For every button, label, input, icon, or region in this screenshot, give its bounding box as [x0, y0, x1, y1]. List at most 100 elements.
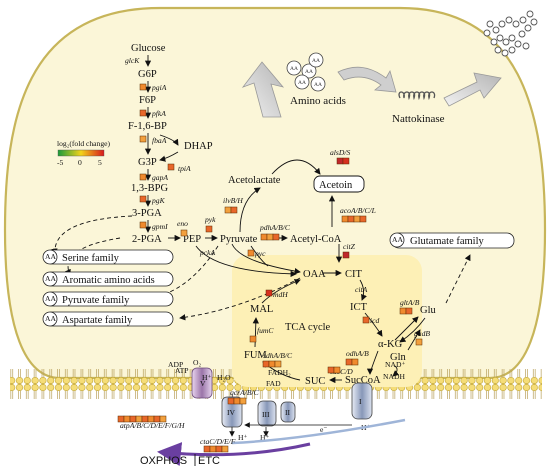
family-pyruvate: AA Pyruvate family	[42, 291, 174, 307]
fum: FUM	[244, 350, 267, 361]
gene-pgia: pgiA	[151, 83, 167, 92]
gene-odh: odhA/B	[346, 349, 369, 358]
gene-gpmi: gpmI	[152, 222, 168, 231]
gene-ilvbh: ilvB/H	[223, 196, 243, 205]
svg-text:Aspartate family: Aspartate family	[62, 315, 133, 326]
atp: ATP	[175, 366, 189, 375]
svg-text:I: I	[359, 397, 362, 406]
svg-text:AA: AA	[45, 294, 56, 303]
g3p: G3P	[138, 157, 157, 168]
gene-pfka: pfkA	[151, 109, 166, 118]
legend-title: log₂(fold change)	[57, 139, 111, 148]
amino-acids-label: Amino acids	[290, 95, 346, 107]
nattokinase-coil-icon	[398, 91, 436, 101]
gene-citz: citZ	[343, 242, 356, 251]
secretion-arrow	[443, 72, 502, 107]
legend-min: -5	[57, 158, 64, 167]
fad: FAD	[266, 379, 281, 388]
gene-icd: icd	[370, 316, 379, 325]
mal: MAL	[250, 304, 273, 315]
complex-v: V	[191, 367, 213, 399]
gene-glck: glcK	[125, 56, 140, 65]
h2o: H₂O	[217, 373, 231, 382]
tca-label: TCA cycle	[285, 322, 331, 333]
protein-synthesis-arrow	[241, 61, 285, 118]
gene-glta: gltA/B	[400, 298, 420, 307]
succoa: SucCoA	[345, 375, 381, 386]
gln: Gln	[390, 352, 407, 363]
acetyl-coa: Acetyl-CoA	[290, 234, 342, 245]
gene-pcka: pckA	[199, 248, 216, 257]
svg-text:AA: AA	[298, 80, 306, 86]
acetoin: Acetoin	[319, 180, 353, 191]
svg-text:e⁻: e⁻	[320, 425, 327, 434]
family-serine: AA Serine family	[42, 249, 174, 265]
legend-max: 5	[98, 158, 102, 167]
svg-text:AA: AA	[45, 314, 56, 323]
nadh: NADH	[383, 372, 405, 381]
svg-text:H⁺: H⁺	[260, 433, 270, 442]
svg-text:V: V	[200, 379, 206, 388]
f6p: F6P	[139, 95, 156, 106]
gene-mdh: mdH	[273, 290, 288, 299]
cit: CIT	[345, 269, 363, 280]
gene-cta: ctaC/D/E/F	[200, 437, 236, 446]
svg-text:Pyruvate family: Pyruvate family	[62, 295, 130, 306]
expression-cells	[117, 83, 423, 453]
complex-ii: II	[280, 401, 296, 423]
legend-mid: 0	[78, 158, 82, 167]
g6p: G6P	[138, 69, 157, 80]
oxphos-label: OXPHOS	[140, 455, 187, 467]
suc: SUC	[305, 376, 325, 387]
svg-text:IV: IV	[227, 408, 236, 417]
nattokinase-label: Nattokinase	[392, 113, 445, 125]
svg-text:AA: AA	[314, 82, 322, 88]
secreted-protein-icon	[483, 10, 538, 57]
f16bp: F-1,6-BP	[128, 121, 167, 132]
svg-text:AA: AA	[290, 66, 298, 72]
svg-text:AA: AA	[305, 69, 313, 75]
glu: Glu	[420, 305, 437, 316]
gene-fbaa: fbaA	[152, 136, 167, 145]
glycolysis-pathway: Glucose G6P F6P F-1,6-BP DHAP G3P 1,3-BP…	[128, 43, 342, 245]
dhap: DHAP	[184, 141, 213, 152]
svg-text:AA: AA	[45, 252, 56, 261]
svg-text:Serine family: Serine family	[62, 253, 120, 264]
gene-pgk: pgK	[151, 196, 166, 205]
electron-transport-chain: V IV III II I	[191, 367, 373, 428]
ict: ICT	[350, 302, 368, 313]
svg-text:H⁺: H⁺	[238, 433, 248, 442]
gene-qcr: qcrA/B/C	[230, 388, 260, 397]
gene-cita: citA	[355, 285, 368, 294]
o2: O₂	[193, 358, 201, 367]
svg-text:H⁺: H⁺	[202, 373, 212, 382]
complex-i: I	[351, 382, 373, 420]
gene-atp: atpA/B/C/D/E/F/G/H	[120, 421, 185, 430]
pyruvate: Pyruvate	[220, 234, 258, 245]
svg-text:AA: AA	[312, 58, 320, 64]
folding-arrow	[337, 66, 397, 93]
nad: NAD⁺	[385, 360, 405, 369]
pga2: 2-PGA	[132, 234, 162, 245]
gene-labels: glcK pgiA pfkA fbaA tpiA gapA pgK gpmI e…	[120, 56, 430, 446]
gene-gapa: gapA	[152, 173, 168, 182]
oaa: OAA	[303, 269, 326, 280]
gene-sdh: sdhA/B/C	[263, 351, 293, 360]
amino-acids-icon	[286, 52, 326, 92]
gene-pdh: pdhA/B/C	[259, 223, 291, 232]
family-aspartate: AA Aspartate family	[42, 311, 174, 327]
legend: log₂(fold change) -5 0 5	[57, 139, 111, 167]
bpg13: 1,3-BPG	[131, 183, 168, 194]
gene-fumc: fumC	[257, 326, 274, 335]
akg: α-KG	[378, 339, 403, 350]
glucose: Glucose	[131, 43, 166, 54]
svg-text:AA: AA	[45, 274, 56, 283]
svg-text:II: II	[285, 408, 291, 417]
svg-text:AA: AA	[392, 235, 403, 244]
gene-tpia: tpiA	[178, 164, 191, 173]
gene-pyk: pyk	[204, 215, 216, 224]
